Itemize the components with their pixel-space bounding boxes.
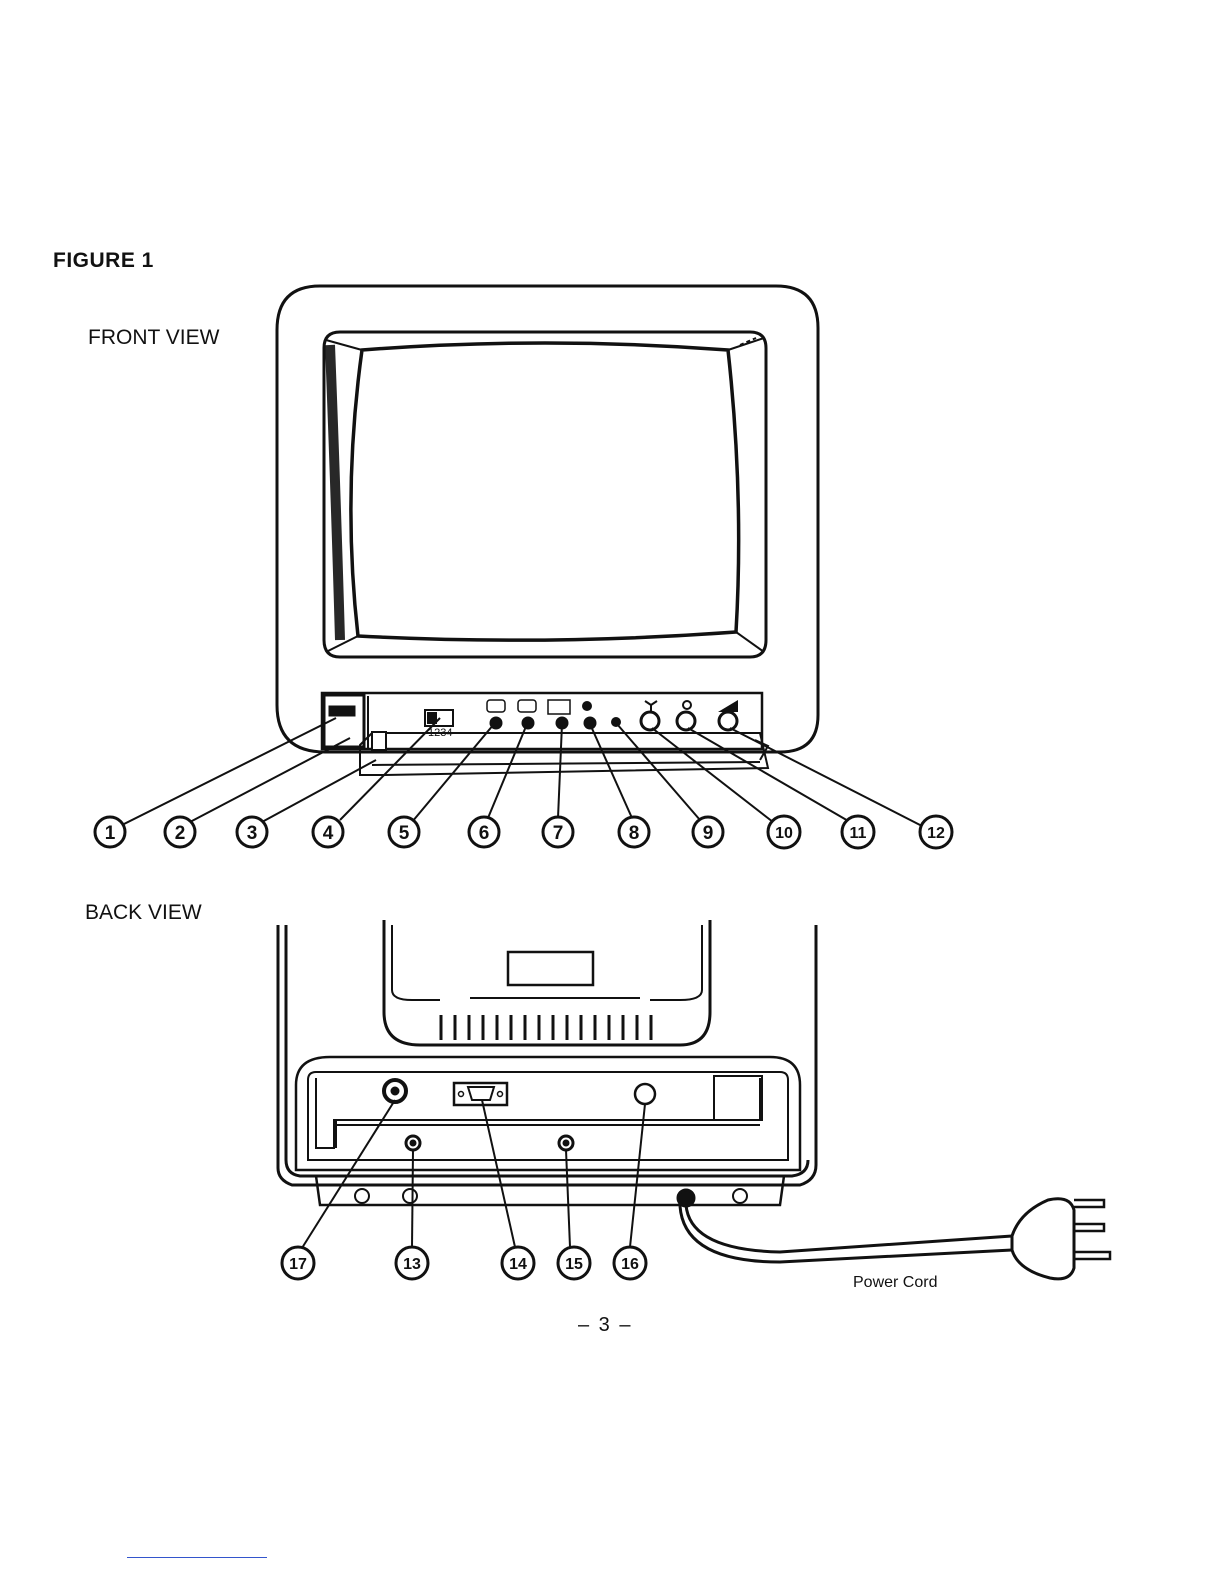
callout-15: 15: [558, 1247, 590, 1279]
svg-text:13: 13: [403, 1256, 421, 1273]
callout-10: 10: [768, 816, 800, 848]
callout-4: 4: [313, 817, 343, 847]
callout-6: 6: [469, 817, 499, 847]
crt-screen: [351, 343, 739, 640]
svg-text:8: 8: [629, 823, 640, 844]
svg-text:9: 9: [703, 823, 714, 844]
power-plug: [1012, 1199, 1074, 1279]
crt-rear-housing: [384, 920, 710, 1045]
callout-3: 3: [237, 817, 267, 847]
rear-jack-16: [635, 1084, 655, 1104]
rear-base: [316, 1176, 784, 1205]
switch-label: 1234: [428, 727, 452, 739]
callout-16: 16: [614, 1247, 646, 1279]
callout-9: 9: [693, 817, 723, 847]
back-view-drawing: [278, 920, 1110, 1279]
callout-13: 13: [396, 1247, 428, 1279]
back-cabinet-outline: [278, 925, 816, 1185]
back-leader-lines: [302, 1100, 645, 1248]
callout-7: 7: [543, 817, 573, 847]
power-cord: [686, 1205, 1012, 1252]
svg-text:14: 14: [509, 1256, 527, 1273]
callout-17: 17: [282, 1247, 314, 1279]
rear-vents: [441, 1015, 651, 1040]
rear-label-plate: [508, 952, 593, 985]
svg-text:10: 10: [775, 825, 793, 842]
svg-text:17: 17: [289, 1256, 307, 1273]
callout-1: 1: [95, 817, 125, 847]
rear-panel: [296, 1057, 800, 1170]
callout-14: 14: [502, 1247, 534, 1279]
back-callouts: 17 13 14 15 16: [282, 1247, 646, 1279]
callout-11: 11: [842, 816, 874, 848]
svg-text:12: 12: [927, 825, 945, 842]
svg-text:7: 7: [553, 823, 564, 844]
svg-text:4: 4: [323, 823, 334, 844]
svg-text:6: 6: [479, 823, 490, 844]
svg-text:3: 3: [247, 823, 258, 844]
svg-text:2: 2: [175, 823, 186, 844]
svg-text:16: 16: [621, 1256, 639, 1273]
callout-12: 12: [920, 816, 952, 848]
callout-8: 8: [619, 817, 649, 847]
front-view-drawing: 1234: [277, 286, 818, 775]
svg-text:11: 11: [850, 825, 867, 842]
callout-2: 2: [165, 817, 195, 847]
svg-text:5: 5: [399, 823, 410, 844]
screen-bezel: [324, 332, 766, 657]
svg-text:15: 15: [565, 1256, 583, 1273]
callout-5: 5: [389, 817, 419, 847]
front-callouts: 1 2 3 4 5 6 7 8 9 10 11 12: [95, 816, 952, 848]
svg-text:1: 1: [105, 823, 116, 844]
